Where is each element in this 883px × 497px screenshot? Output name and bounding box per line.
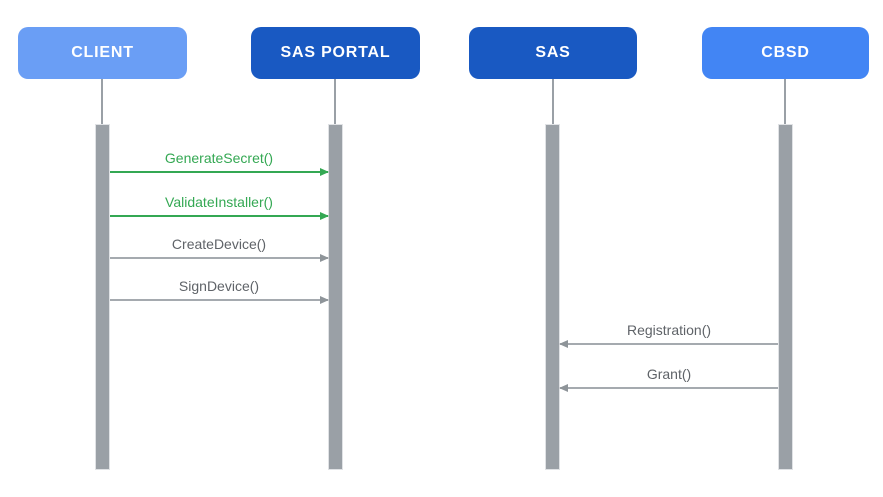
message-generate-secret: GenerateSecret() (110, 150, 329, 176)
message-registration: Registration() (559, 322, 778, 348)
activation-bar-client (95, 124, 110, 470)
message-label: Grant() (646, 366, 692, 382)
actor-client-label: CLIENT (71, 44, 134, 61)
arrowhead-left-icon (559, 340, 568, 348)
message-label: Registration() (626, 322, 712, 338)
actor-cbsd-label: CBSD (761, 44, 810, 61)
lifeline-client (101, 79, 103, 125)
arrowhead-right-icon (320, 254, 329, 262)
arrowhead-left-icon (559, 384, 568, 392)
message-create-device: CreateDevice() (110, 236, 329, 262)
message-arrow-line (559, 340, 778, 348)
message-arrow-line (110, 168, 329, 176)
message-arrow-line (110, 296, 329, 304)
lifeline-cbsd (784, 79, 786, 125)
actor-sas-portal-label: SAS PORTAL (280, 44, 391, 61)
activation-bar-sas-portal (328, 124, 343, 470)
activation-bar-cbsd (778, 124, 793, 470)
message-validate-installer: ValidateInstaller() (110, 194, 329, 220)
actor-sas: SAS (469, 27, 637, 79)
message-grant: Grant() (559, 366, 778, 392)
arrowhead-right-icon (320, 168, 329, 176)
lifeline-sas-portal (334, 79, 336, 125)
message-arrow-line (110, 212, 329, 220)
arrowhead-right-icon (320, 296, 329, 304)
actor-sas-label: SAS (535, 44, 571, 61)
activation-bar-sas (545, 124, 560, 470)
message-sign-device: SignDevice() (110, 278, 329, 304)
message-label: CreateDevice() (171, 236, 267, 252)
actor-sas-portal: SAS PORTAL (251, 27, 420, 79)
message-arrow-line (559, 384, 778, 392)
lifeline-sas (552, 79, 554, 125)
message-label: SignDevice() (178, 278, 260, 294)
actor-client: CLIENT (18, 27, 187, 79)
message-label: GenerateSecret() (164, 150, 274, 166)
actor-cbsd: CBSD (702, 27, 869, 79)
arrowhead-right-icon (320, 212, 329, 220)
message-label: ValidateInstaller() (165, 194, 273, 210)
message-arrow-line (110, 254, 329, 262)
